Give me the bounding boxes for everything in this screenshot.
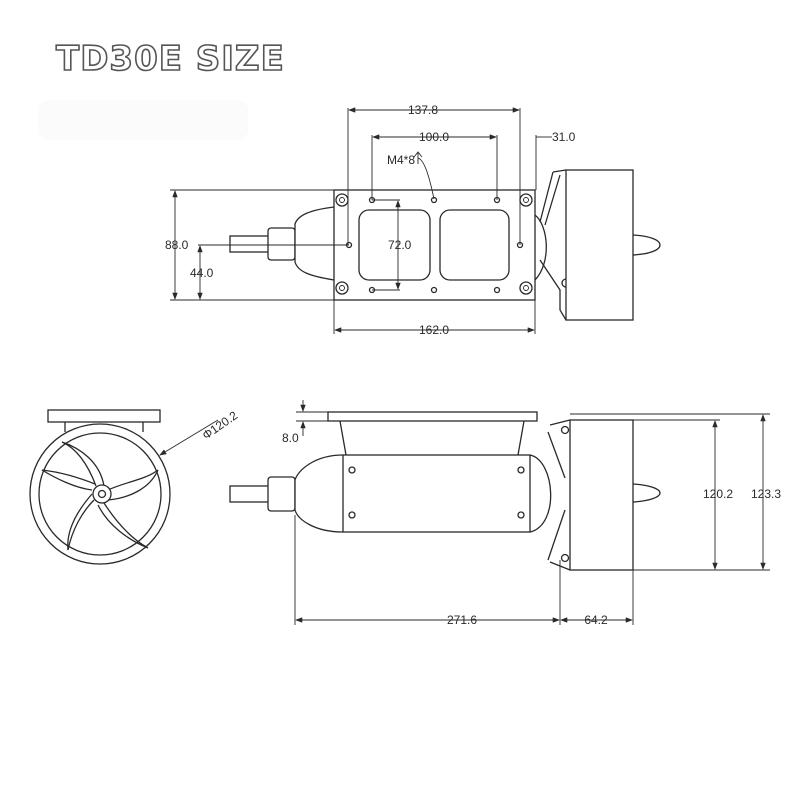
- motor-nose: [294, 206, 335, 281]
- dim-271-6: 271.6: [447, 613, 477, 627]
- dim-31-0: 31.0: [552, 130, 576, 144]
- dim-diameter: Φ120.2: [200, 408, 241, 442]
- plate-window-right: [439, 209, 510, 281]
- duct-strut: [539, 169, 567, 321]
- side-strut: [547, 419, 571, 571]
- dim-100-0: 100.0: [419, 130, 449, 144]
- mounting-plate: [333, 189, 536, 301]
- side-motor-nose: [294, 454, 344, 533]
- thread-leader: [413, 151, 435, 200]
- cable-gland: [267, 227, 296, 261]
- dim-44-0: 44.0: [190, 266, 214, 280]
- prop-hub-nub: [632, 234, 661, 256]
- dim-64-2: 64.2: [584, 613, 608, 627]
- duct-inner-circle: [38, 432, 162, 556]
- prop-hub-center: [97, 489, 107, 499]
- side-strut-fairing: [529, 454, 552, 533]
- front-plate: [47, 409, 161, 423]
- side-plate: [327, 411, 538, 422]
- side-screws: [348, 466, 525, 519]
- cable: [229, 235, 271, 253]
- drawing-title: TD30E SIZE: [56, 39, 285, 79]
- dim-120-2: 120.2: [703, 487, 733, 501]
- prop-hub: [92, 484, 112, 504]
- blurred-label-area: [38, 100, 248, 140]
- propeller-duct: [565, 169, 634, 321]
- thread-note: M4*8: [387, 153, 415, 167]
- side-cable-gland: [267, 476, 296, 512]
- side-cable: [229, 485, 271, 503]
- side-view: 8.0 120.2 123.3 271.6 64.2: [229, 400, 781, 627]
- duct-strut-fairing: [534, 214, 547, 281]
- dim-137-8: 137.8: [408, 103, 438, 117]
- dim-123-3: 123.3: [751, 487, 781, 501]
- dim-8-0: 8.0: [282, 431, 299, 445]
- motor-body: [342, 454, 531, 533]
- side-prop-nub: [632, 483, 661, 503]
- corner-screws: [335, 193, 533, 295]
- dim-162-0: 162.0: [419, 323, 449, 337]
- dim-72-0: 72.0: [388, 238, 412, 252]
- top-view: 137.8 100.0 31.0 M4*8 88.0 44.0 72.0 162…: [165, 103, 661, 337]
- dim-88-0: 88.0: [165, 238, 189, 252]
- plate-window-left: [358, 209, 431, 281]
- propeller-blades: [41, 441, 159, 551]
- side-propeller-duct: [569, 419, 634, 571]
- front-view: Φ120.2: [29, 408, 241, 565]
